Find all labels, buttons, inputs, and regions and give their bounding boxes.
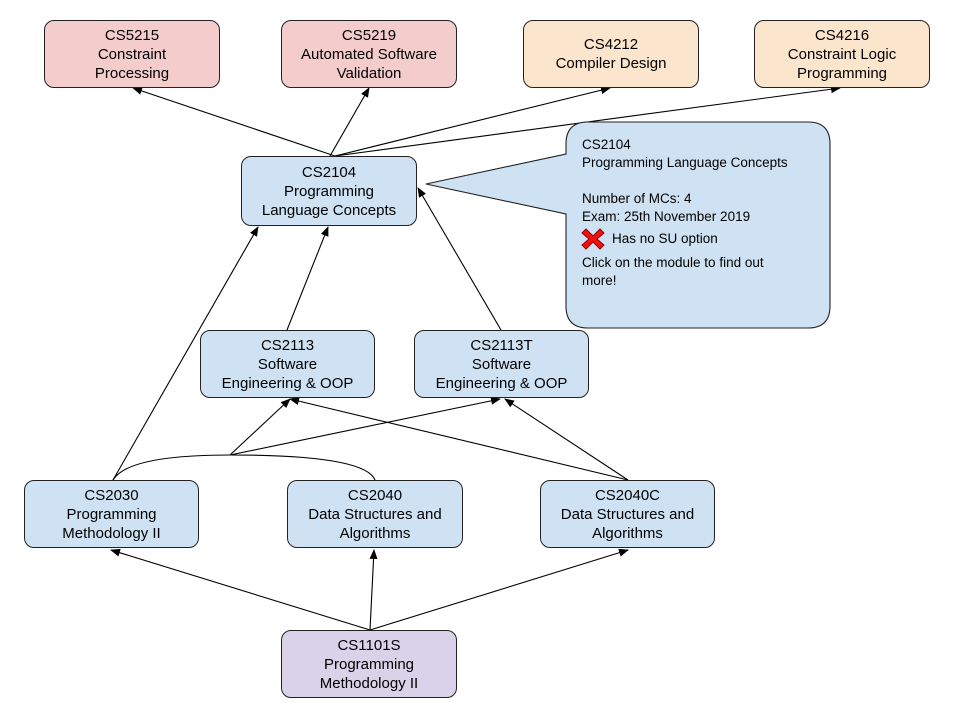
module-title-line1: Software (471, 355, 532, 373)
module-cs5215[interactable]: CS5215 Constraint Processing (44, 20, 220, 88)
module-cs2104[interactable]: CS2104 Programming Language Concepts (241, 156, 417, 226)
tooltip-title: Programming Language Concepts (582, 155, 788, 170)
tooltip-su-text: Has no SU option (612, 231, 718, 246)
module-title-line1: Constraint (97, 45, 167, 63)
module-title-line2: Algorithms (592, 524, 663, 542)
module-title-line1: Programming (66, 505, 157, 523)
edge-bracket-cs2030-cs2040 (112, 454, 376, 481)
edge-cs1101s-cs2030 (110, 548, 371, 631)
module-title-line2: Engineering & OOP (221, 374, 354, 392)
module-cs4212[interactable]: CS4212 Compiler Design (523, 20, 699, 88)
module-title-line2: Processing (94, 64, 170, 82)
module-code: CS2113T (470, 336, 533, 354)
module-code: CS2040 (347, 486, 403, 504)
module-cs2040[interactable]: CS2040 Data Structures and Algorithms (287, 480, 463, 548)
edge-bracket-cs2113t (229, 396, 501, 456)
edge-bracket-cs2113 (229, 398, 291, 456)
module-title-line1: Automated Software (301, 45, 437, 63)
module-cs4216[interactable]: CS4216 Constraint Logic Programming (754, 20, 930, 88)
module-cs2113t[interactable]: CS2113T Software Engineering & OOP (414, 330, 589, 398)
module-title-line2: Validation (336, 64, 402, 82)
module-tooltip: CS2104 Programming Language Concepts Num… (581, 136, 788, 290)
tooltip-cta-line2: more! (582, 273, 617, 288)
module-title-line1: Programming (283, 182, 375, 200)
tooltip-su-row: Has no SU option (581, 222, 788, 256)
module-title-line1: Programming (323, 655, 415, 673)
module-title-line2: Methodology II (319, 674, 419, 692)
module-code: CS4216 (814, 26, 870, 44)
edge-cs2040c-cs2113 (289, 397, 629, 481)
tooltip-cta-line1: Click on the module to find out (582, 255, 764, 270)
module-title-line2: Algorithms (339, 524, 411, 542)
edge-cs2030-cs2104 (112, 226, 259, 481)
module-cs1101s[interactable]: CS1101S Programming Methodology II (281, 630, 457, 698)
module-code: CS2113 (260, 336, 315, 354)
module-cs2113[interactable]: CS2113 Software Engineering & OOP (200, 330, 375, 398)
module-title-line1: Data Structures and (560, 505, 695, 523)
edge-cs2113t-cs2104 (417, 187, 502, 331)
tooltip-mcs: Number of MCs: 4 (582, 191, 692, 206)
module-code: CS4212 (583, 36, 639, 53)
module-code: CS5219 (341, 26, 397, 44)
edge-cs2113-cs2104 (286, 226, 329, 331)
edge-cs2104-cs5215 (132, 87, 336, 157)
module-cs2030[interactable]: CS2030 Programming Methodology II (24, 480, 199, 548)
tooltip-exam: Exam: 25th November 2019 (582, 209, 751, 224)
edge-cs2104-cs4212 (334, 86, 611, 157)
module-title-line1: Compiler Design (555, 55, 667, 72)
module-title-line2: Methodology II (62, 524, 161, 542)
module-code: CS2040C (594, 486, 661, 504)
module-code: CS2104 (301, 163, 357, 181)
module-title-line1: Constraint Logic (787, 45, 897, 63)
module-title-line1: Data Structures and (308, 505, 442, 523)
edge-cs1101s-cs2040 (369, 549, 378, 631)
edge-cs1101s-cs2040c (369, 548, 629, 631)
module-title-line2: Language Concepts (261, 201, 397, 219)
module-cs5219[interactable]: CS5219 Automated Software Validation (281, 20, 457, 88)
module-code: CS5215 (104, 26, 160, 44)
module-code: CS2030 (84, 486, 139, 504)
module-title-line2: Programming (796, 64, 888, 82)
tooltip-bubble (425, 121, 831, 329)
module-title-line2: Engineering & OOP (435, 374, 568, 392)
edge-cs2104-cs5219 (329, 87, 370, 157)
module-title-line1: Software (257, 355, 318, 373)
module-code: CS1101S (337, 636, 401, 654)
tooltip-code: CS2104 (582, 137, 631, 152)
edge-cs2040c-cs2113t (504, 398, 629, 481)
module-cs2040c[interactable]: CS2040C Data Structures and Algorithms (540, 480, 715, 548)
red-x-icon (581, 228, 605, 250)
